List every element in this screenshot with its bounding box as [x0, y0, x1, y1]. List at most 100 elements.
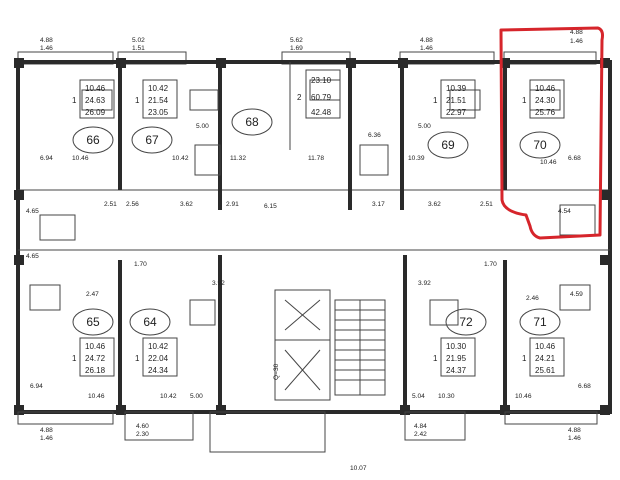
- room-label: 3.17: [372, 201, 385, 208]
- room-label: 2.51: [104, 201, 117, 208]
- room-label: 5.00: [418, 123, 431, 130]
- apt-71-total: 25.61: [535, 366, 556, 375]
- apt-66-living: 10.46: [85, 84, 106, 93]
- apt-70-living: 10.46: [535, 84, 556, 93]
- balcony-bottom-4-b: 1.46: [568, 435, 581, 442]
- apt-69-area: 21.51: [446, 96, 467, 105]
- building-walls: [14, 58, 612, 415]
- room-label: 4.65: [26, 253, 39, 260]
- apt-65-rooms: 1: [72, 354, 77, 363]
- room-label: 2.46: [526, 295, 539, 302]
- balcony-bottom-4-a: 4.88: [568, 427, 581, 434]
- apt-67-area: 21.54: [148, 96, 169, 105]
- apt-64-area: 22.04: [148, 354, 169, 363]
- apartment-70-highlight: [499, 26, 604, 240]
- apt-71-number: 71: [533, 315, 547, 329]
- room-label: 5.04: [412, 393, 425, 400]
- apt-69-living: 10.39: [446, 84, 467, 93]
- apartment-info-boxes: 1 10.46 24.63 26.09 1 10.42 21.54 23.05 …: [72, 69, 565, 377]
- bottom-mark: 10.07: [350, 465, 367, 472]
- apt-69-number: 69: [441, 138, 455, 152]
- apt-66-rooms: 1: [72, 96, 77, 105]
- room-label: 3.62: [180, 201, 193, 208]
- room-label: 4.65: [26, 208, 39, 215]
- apt-68-area: 60.79: [311, 93, 332, 102]
- room-label: 3.92: [212, 280, 225, 287]
- apt-65-area: 24.72: [85, 354, 106, 363]
- apt-70-rooms: 1: [522, 96, 527, 105]
- apt-70-number: 70: [533, 138, 547, 152]
- room-label: 6.94: [30, 383, 43, 390]
- room-label: 6.68: [568, 155, 581, 162]
- balcony-top-3-b: 1.69: [290, 45, 303, 52]
- room-label: 2.51: [480, 201, 493, 208]
- room-label: 4.54: [558, 208, 571, 215]
- balcony-bottom-2-a: 4.60: [136, 423, 149, 430]
- apt-66-number: 66: [86, 133, 100, 147]
- room-label: 3.92: [418, 280, 431, 287]
- apt-69-total: 22.97: [446, 108, 467, 117]
- room-label: 10.30: [438, 393, 455, 400]
- apt-67-total: 23.05: [148, 108, 169, 117]
- room-label: 10.46: [540, 159, 557, 166]
- room-label: 5.00: [196, 123, 209, 130]
- room-label: 11.78: [308, 155, 324, 162]
- apt-65-total: 26.18: [85, 366, 106, 375]
- apt-72-total: 24.37: [446, 366, 467, 375]
- apt-71-area: 24.21: [535, 354, 556, 363]
- apt-67-living: 10.42: [148, 84, 169, 93]
- apt-70-total: 25.76: [535, 108, 556, 117]
- apt-67-number: 67: [145, 133, 159, 147]
- room-label: 11.32: [230, 155, 246, 162]
- apt-72-number: 72: [459, 315, 473, 329]
- balcony-bottom-1-a: 4.88: [40, 427, 53, 434]
- apt-67-rooms: 1: [135, 96, 140, 105]
- room-labels: 6.94 10.46 10.42 5.00 11.32 6.36 11.78 5…: [26, 123, 591, 400]
- room-label: 5.00: [190, 393, 203, 400]
- room-label: 6.15: [264, 203, 277, 210]
- apt-72-area: 21.95: [446, 354, 467, 363]
- balcony-top-2-b: 1.51: [132, 45, 145, 52]
- apt-68-living: 23.10: [311, 76, 332, 85]
- bottom-balconies: [17, 411, 598, 453]
- room-label: 10.46: [72, 155, 89, 162]
- apt-65-number: 65: [86, 315, 100, 329]
- balcony-bottom-3-b: 2.42: [414, 431, 427, 438]
- apt-64-number: 64: [143, 315, 157, 329]
- balcony-top-2-a: 5.02: [132, 37, 145, 44]
- balcony-top-1-b: 1.46: [40, 45, 53, 52]
- apt-64-living: 10.42: [148, 342, 169, 351]
- apt-70-area: 24.30: [535, 96, 556, 105]
- apt-64-rooms: 1: [135, 354, 140, 363]
- balcony-bottom-1-b: 1.46: [40, 435, 53, 442]
- room-label: 6.94: [40, 155, 53, 162]
- room-label: 2.91: [226, 201, 239, 208]
- apt-69-rooms: 1: [433, 96, 438, 105]
- apt-71-rooms: 1: [522, 354, 527, 363]
- room-label: 4.59: [570, 291, 583, 298]
- stair-mark: Q=30: [273, 363, 280, 380]
- room-label: 10.46: [515, 393, 532, 400]
- apt-68-rooms: 2: [297, 93, 302, 102]
- room-label: 10.42: [160, 393, 177, 400]
- balcony-top-1-a: 4.88: [40, 37, 53, 44]
- apt-66-total: 26.09: [85, 108, 106, 117]
- apt-68-total: 42.48: [311, 108, 332, 117]
- room-label: 2.56: [126, 201, 139, 208]
- balcony-top-5-a: 4.88: [570, 29, 583, 36]
- apt-68-number: 68: [245, 115, 259, 129]
- balcony-top-4-b: 1.46: [420, 45, 433, 52]
- room-label: 10.39: [408, 155, 425, 162]
- room-label: 3.62: [428, 201, 441, 208]
- room-label: 1.70: [484, 261, 497, 268]
- balcony-top-5-b: 1.46: [570, 38, 583, 45]
- room-label: 6.68: [578, 383, 591, 390]
- apt-72-living: 10.30: [446, 342, 467, 351]
- room-label: 2.47: [86, 291, 99, 298]
- room-label: 10.46: [88, 393, 105, 400]
- room-label: 10.42: [172, 155, 189, 162]
- apt-72-rooms: 1: [433, 354, 438, 363]
- balcony-labels: 4.88 1.46 5.02 1.51 5.62 1.69 4.88 1.46 …: [40, 29, 583, 442]
- apartment-numbers: 66 67 68 69 70 65 64 72 71: [72, 108, 561, 336]
- balcony-top-4-a: 4.88: [420, 37, 433, 44]
